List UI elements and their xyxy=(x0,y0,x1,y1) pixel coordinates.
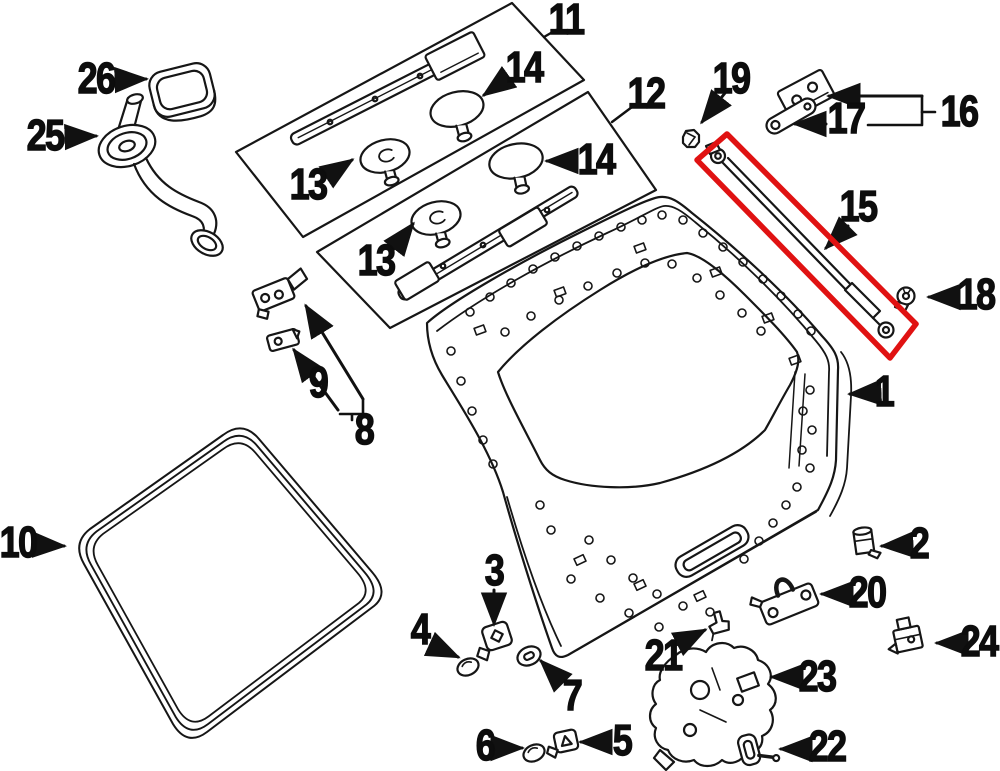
part-10-weatherstrip xyxy=(78,427,383,740)
part-6-grommet xyxy=(522,743,546,763)
clip-13a xyxy=(359,138,411,187)
clip-13b xyxy=(410,200,462,249)
callout-label-14a: 14 xyxy=(505,43,545,92)
liftgate-fastener-texture xyxy=(446,210,817,632)
callout-label-17: 17 xyxy=(827,94,867,143)
callout-label-3: 3 xyxy=(484,546,505,595)
callout-label-24: 24 xyxy=(960,617,1000,666)
callout-label-10: 10 xyxy=(0,518,39,567)
callout-label-11: 11 xyxy=(548,0,586,44)
callout-label-13b: 13 xyxy=(357,236,397,285)
clip-14b xyxy=(488,142,544,195)
callout-label-25: 25 xyxy=(26,111,66,160)
callout-label-13a: 13 xyxy=(289,160,329,209)
callout-label-15: 15 xyxy=(839,182,879,231)
callout-label-2: 2 xyxy=(909,519,930,568)
part-4-grommet xyxy=(456,657,480,677)
callout-label-14b: 14 xyxy=(577,135,617,184)
callout-label-8: 8 xyxy=(354,405,375,454)
callout-label-6: 6 xyxy=(475,721,496,770)
callout-label-23: 23 xyxy=(798,652,838,701)
callout-label-26: 26 xyxy=(77,54,117,103)
callout-label-9: 9 xyxy=(308,358,329,407)
callout-arrows xyxy=(31,28,969,763)
clip-14a xyxy=(429,90,485,143)
part-24-actuator xyxy=(887,616,924,655)
callout-label-12: 12 xyxy=(627,69,667,118)
callout-label-1: 1 xyxy=(874,367,895,416)
part-21-clip xyxy=(708,610,730,642)
part-19-clip xyxy=(681,128,701,149)
part-1-liftgate xyxy=(425,195,853,659)
part-9-hinge-lower xyxy=(266,327,301,353)
highlight-box-part-15 xyxy=(694,131,919,361)
callout-label-20: 20 xyxy=(848,568,888,617)
part-25-hose xyxy=(97,93,224,257)
callout-label-4: 4 xyxy=(410,605,431,654)
part-7-grommet xyxy=(516,645,542,667)
part-5-clip xyxy=(546,728,580,759)
callout-label-5: 5 xyxy=(612,716,633,765)
callout-label-21: 21 xyxy=(644,631,684,680)
part-3-clip xyxy=(476,620,513,662)
callout-label-19: 19 xyxy=(712,54,752,103)
part-2-cushion xyxy=(852,526,882,560)
part-22-bracket xyxy=(736,733,781,767)
callout-label-18: 18 xyxy=(957,270,997,319)
callout-label-7: 7 xyxy=(562,671,583,720)
part-26-cover xyxy=(148,62,217,122)
callout-label-16: 16 xyxy=(940,87,980,136)
part-9-hinge-upper xyxy=(251,267,309,320)
callout-label-22: 22 xyxy=(808,722,848,771)
part-20-striker xyxy=(749,577,820,626)
